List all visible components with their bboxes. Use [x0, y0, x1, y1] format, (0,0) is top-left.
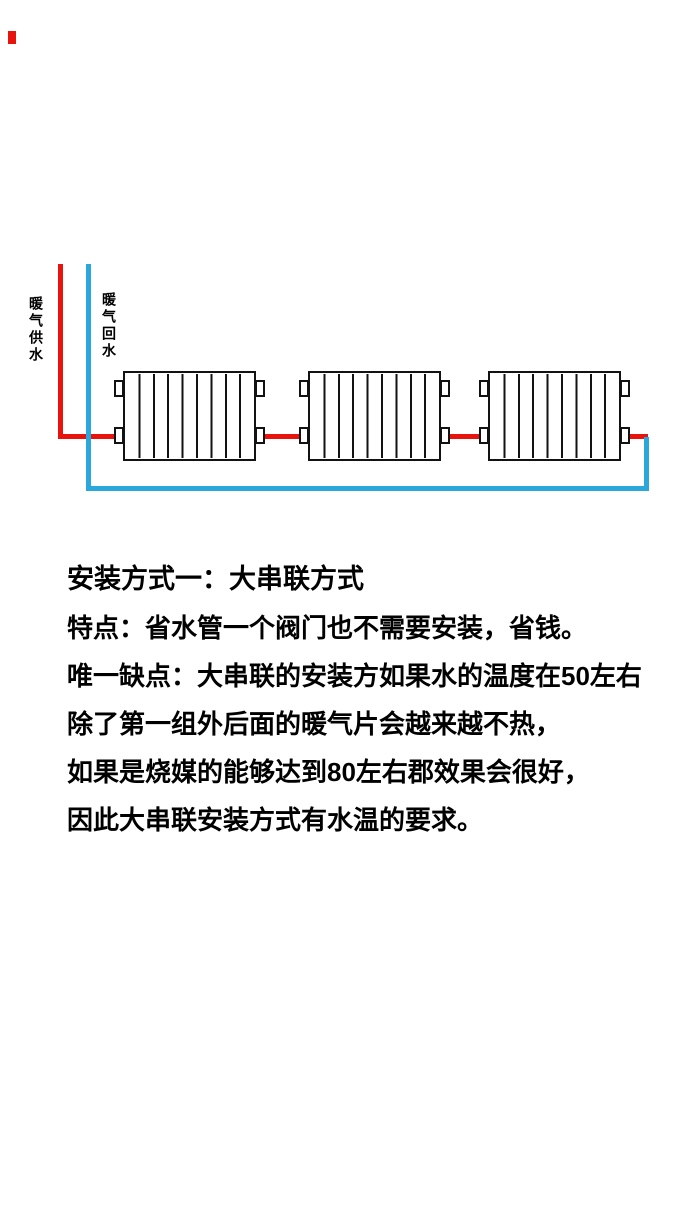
radiator-stub-right-top	[255, 380, 265, 397]
supply-pipe-vertical	[58, 264, 63, 439]
radiator-stub-right-mid	[440, 427, 450, 444]
radiator-stub-left-top	[114, 380, 124, 397]
supply-pipe-label: 暖气供水	[28, 296, 44, 364]
radiator-stub-left-top	[479, 380, 489, 397]
description-text: 安装方式一：大串联方式 特点：省水管一个阀门也不需要安装，省钱。 唯一缺点：大串…	[67, 566, 647, 855]
radiator-stub-right-mid	[620, 427, 630, 444]
return-pipe-bottom	[86, 486, 649, 491]
text-line-1: 特点：省水管一个阀门也不需要安装，省钱。	[67, 613, 588, 643]
return-pipe-label: 暖气回水	[101, 292, 117, 360]
text-line-2: 唯一缺点：大串联的安装方如果水的温度在50左右	[67, 661, 642, 691]
corner-red-mark	[8, 31, 16, 44]
radiator-stub-left-top	[299, 380, 309, 397]
return-pipe-vertical-left	[86, 264, 91, 491]
radiator-1	[114, 371, 265, 461]
installation-title: 安装方式一：大串联方式	[67, 564, 364, 594]
radiator-stub-left-mid	[114, 427, 124, 444]
radiator-stub-left-mid	[479, 427, 489, 444]
radiator-fins	[311, 374, 438, 458]
radiator-3	[479, 371, 630, 461]
text-line-3: 除了第一组外后面的暖气片会越来越不热，	[67, 709, 562, 739]
radiator-2	[299, 371, 450, 461]
radiator-stub-left-mid	[299, 427, 309, 444]
radiator-stub-right-mid	[255, 427, 265, 444]
text-line-4: 如果是烧媒的能够达到80左右郡效果会很好，	[67, 757, 590, 787]
radiator-fins	[126, 374, 253, 458]
radiator-fins	[491, 374, 618, 458]
return-pipe-vertical-right	[644, 437, 649, 491]
radiator-stub-right-top	[620, 380, 630, 397]
text-line-5: 因此大串联安装方式有水温的要求。	[67, 805, 484, 835]
radiator-stub-right-top	[440, 380, 450, 397]
